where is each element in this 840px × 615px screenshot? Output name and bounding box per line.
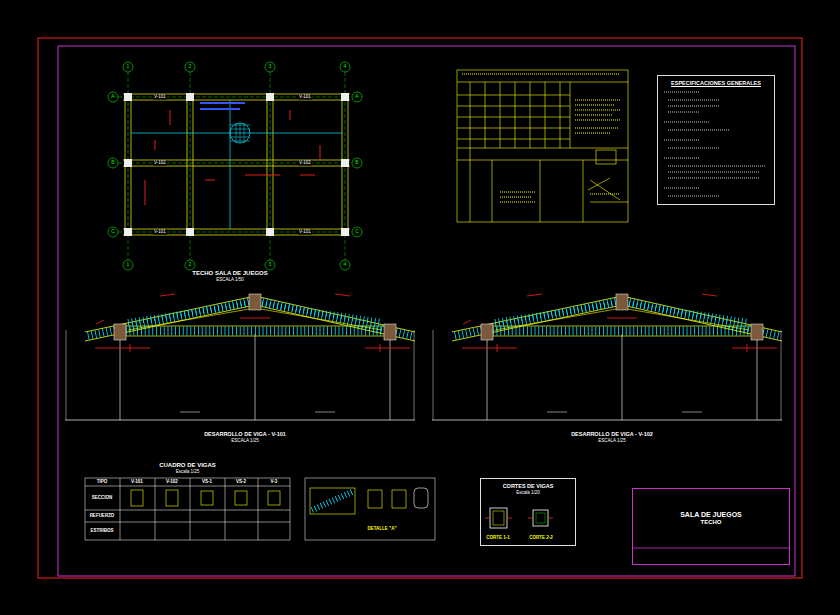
- beam-tag: V-101: [153, 95, 167, 100]
- section-label: CORTE 1-1: [485, 536, 511, 541]
- grid-bubble: A: [354, 94, 359, 100]
- sheet-panel: SALA DE JUEGOSTECHO: [632, 488, 790, 565]
- panel-subtitle: Escala 1/20: [483, 490, 573, 495]
- table-row-label: ESTRIBOS: [89, 529, 114, 534]
- panel-subtitle: TECHO: [637, 519, 785, 526]
- beam-table: [85, 478, 290, 540]
- beam-tag: V-101: [153, 230, 167, 235]
- section-label: CORTE 2-2: [528, 536, 554, 541]
- panel-heading: ESPECIFICACIONES GENERALES: [661, 80, 771, 87]
- grid-bubble: 3: [268, 262, 273, 268]
- table-header: V-3: [270, 480, 279, 485]
- beam-tag: V-102: [153, 161, 167, 166]
- grid-bubble: 2: [188, 262, 193, 268]
- grid-bubble: C: [354, 229, 360, 235]
- panel-heading: CUADRO DE VIGAS: [85, 462, 290, 469]
- scale-note: ESCALA 1/25: [597, 439, 627, 444]
- spec-text-lines: [664, 92, 765, 196]
- column-table: [457, 70, 628, 222]
- title-block-line: [632, 548, 790, 549]
- grid-bubble: 1: [126, 64, 131, 70]
- table-header: VS-2: [235, 480, 247, 485]
- grid-bubble: 4: [343, 64, 348, 70]
- elevation-title: DESARROLLO DE VIGA - V-101: [203, 431, 287, 437]
- table-header: V-102: [165, 480, 179, 485]
- scale-note: ESCALA 1/25: [230, 439, 260, 444]
- panel-heading: SALA DE JUEGOS: [637, 511, 785, 519]
- grid-bubble: 2: [188, 64, 193, 70]
- panel-heading: CORTES DE VIGAS: [483, 483, 573, 490]
- roof-plan: [108, 62, 362, 270]
- grid-bubble: B: [110, 160, 115, 166]
- table-header: VS-1: [201, 480, 213, 485]
- grid-bubble: B: [354, 160, 359, 166]
- table-header: TIPO: [96, 480, 109, 485]
- grid-bubble: 4: [343, 262, 348, 268]
- beam-tag: V-101: [298, 230, 312, 235]
- elevation-title: DESARROLLO DE VIGA - V-102: [570, 431, 654, 437]
- grid-bubble: A: [110, 94, 115, 100]
- table-row-label: SECCION: [91, 496, 114, 501]
- grid-bubble: 3: [268, 64, 273, 70]
- beam-detail: [305, 478, 435, 540]
- table-row-label: REFUERZO: [89, 514, 116, 519]
- detail-label: DETALLE "A": [366, 527, 397, 532]
- plan-title: TECHO SALA DE JUEGOS: [191, 270, 268, 277]
- beam-tag: V-101: [298, 95, 312, 100]
- table-header: V-101: [130, 480, 144, 485]
- panel-subtitle: Escala 1/25: [85, 469, 290, 474]
- beam-tag: V-102: [298, 161, 312, 166]
- beam-sections: [485, 508, 553, 528]
- grid-bubble: C: [110, 229, 116, 235]
- scale-note: ESCALA 1/50: [215, 278, 245, 283]
- grid-bubble: 1: [126, 262, 131, 268]
- sheet-panel: ESPECIFICACIONES GENERALES: [657, 75, 775, 205]
- sheet-panel: CUADRO DE VIGASEscala 1/25: [85, 458, 290, 478]
